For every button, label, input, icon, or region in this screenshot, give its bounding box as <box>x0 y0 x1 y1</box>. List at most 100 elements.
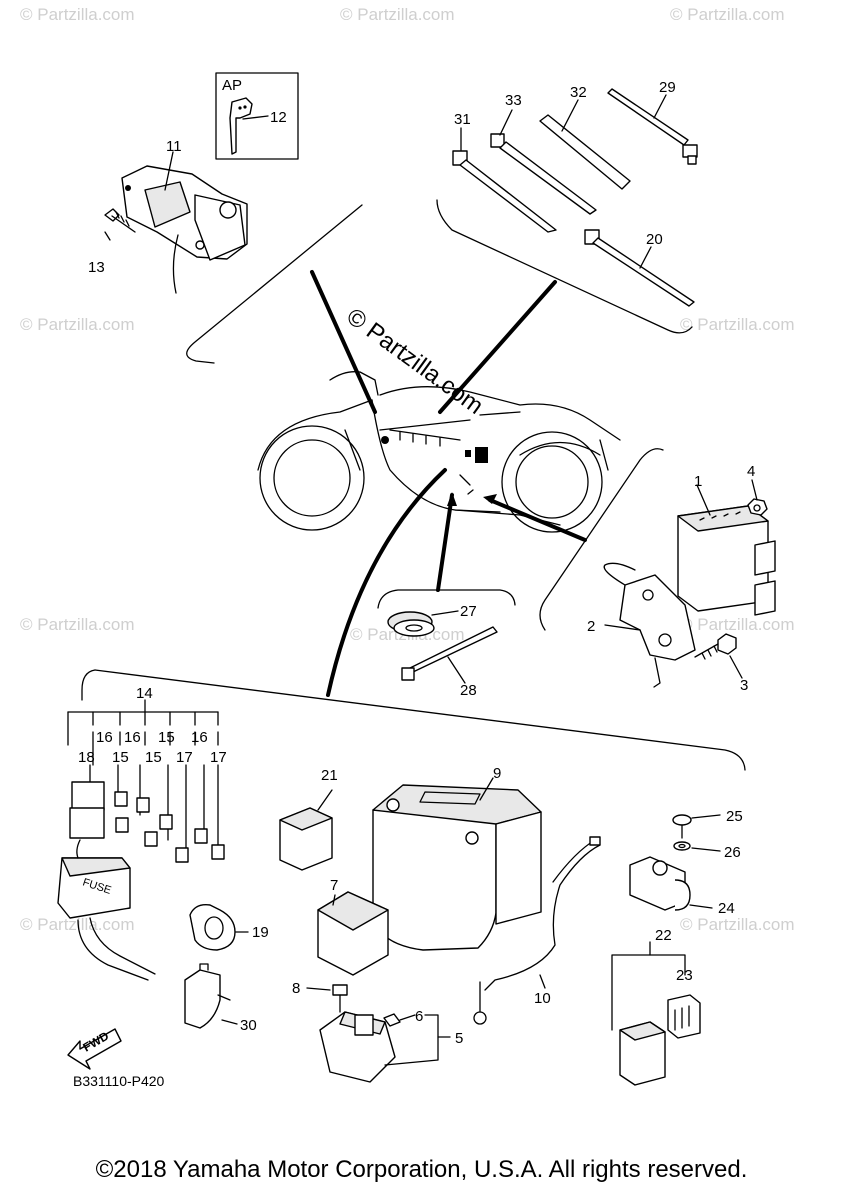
callout-11: 11 <box>166 138 182 155</box>
watermark: © Partzilla.com <box>670 5 785 24</box>
callout-5: 5 <box>455 1030 463 1047</box>
callout-22: 22 <box>655 927 672 944</box>
callout-25: 25 <box>726 808 743 825</box>
part-location-markers <box>381 429 488 495</box>
fuse <box>211 844 225 860</box>
leader-line <box>326 468 447 697</box>
clamp-part <box>189 904 249 951</box>
group-bracket-bottom-line <box>94 669 746 771</box>
fuse <box>136 797 150 813</box>
cable-part <box>473 836 601 1025</box>
callout-8: 8 <box>292 980 300 997</box>
callout-14: 14 <box>136 685 153 702</box>
leader-line <box>310 270 377 414</box>
cable-tie-part <box>490 109 597 215</box>
callout-labels: 1 2 3 4 5 6 7 8 9 10 11 12 13 14 15 15 1… <box>78 79 755 1047</box>
callout-19: 19 <box>252 924 269 941</box>
catalog-code: B331110-P420 <box>73 1073 165 1089</box>
fuse <box>114 791 128 807</box>
callout-9: 9 <box>493 765 501 782</box>
callout-6: 6 <box>415 1008 423 1025</box>
callout-17: 17 <box>210 749 227 766</box>
group-bracket-right <box>539 448 664 631</box>
key-box-frame <box>215 72 299 160</box>
leader-line <box>438 280 557 414</box>
battery-part <box>372 777 542 951</box>
motorcycle-outline <box>257 371 621 533</box>
starter-relay-part <box>319 1011 451 1083</box>
callout-15: 15 <box>158 729 175 746</box>
callout-15: 15 <box>145 749 162 766</box>
grommet-part <box>387 610 459 637</box>
group-bracket-middle <box>377 589 516 609</box>
watermark-main: © Partzilla.com <box>341 303 488 420</box>
cable-tie-part <box>401 626 498 684</box>
fuse-box-part: FUSE <box>57 781 156 981</box>
watermark: © Partzilla.com <box>680 315 795 334</box>
cable-tie-part <box>584 229 695 307</box>
watermark: © Partzilla.com <box>20 615 135 634</box>
ecu-part <box>677 484 776 616</box>
callout-10: 10 <box>534 990 551 1007</box>
fwd-arrow: FWD <box>67 1028 122 1070</box>
watermark: © Partzilla.com <box>20 915 135 934</box>
band-part <box>539 99 631 190</box>
fuse <box>159 814 173 830</box>
relay-cover-part <box>317 891 389 976</box>
watermark: © Partzilla.com <box>680 915 795 934</box>
callout-24: 24 <box>718 900 735 917</box>
key-box-label: AP <box>222 77 242 94</box>
watermark: © Partzilla.com <box>340 5 455 24</box>
bolt-part <box>306 984 348 1013</box>
nut-part <box>747 479 768 516</box>
main-switch-part <box>121 151 248 294</box>
callout-18: 18 <box>78 749 95 766</box>
relay-part <box>611 941 701 1086</box>
callout-4: 4 <box>747 463 755 480</box>
fuse <box>144 831 158 847</box>
callout-16: 16 <box>124 729 141 746</box>
washer-part <box>673 841 721 852</box>
callout-28: 28 <box>460 682 477 699</box>
callout-30: 30 <box>240 1017 257 1034</box>
leader-line <box>436 493 454 592</box>
screw-part <box>104 208 136 241</box>
fuse-set <box>114 791 225 863</box>
callout-17: 17 <box>176 749 193 766</box>
holder-part <box>184 963 238 1029</box>
bracket-part <box>603 562 696 688</box>
watermark: © Partzilla.com <box>680 615 795 634</box>
key-icon <box>229 97 253 155</box>
fuse <box>194 828 208 844</box>
fuse <box>115 817 129 833</box>
callout-1: 1 <box>694 473 702 490</box>
callout-21: 21 <box>321 767 338 784</box>
callout-32: 32 <box>570 84 587 101</box>
screw-part <box>672 814 721 839</box>
callout-2: 2 <box>587 618 595 635</box>
callout-33: 33 <box>505 92 522 109</box>
key-box: AP <box>215 72 299 160</box>
callout-16: 16 <box>96 729 113 746</box>
group-bracket-bottom <box>81 669 96 701</box>
callout-27: 27 <box>460 603 477 620</box>
callout-29: 29 <box>659 79 676 96</box>
cable-tie-part <box>452 127 557 233</box>
callout-7: 7 <box>330 877 338 894</box>
callout-12: 12 <box>270 109 287 126</box>
watermark: © Partzilla.com <box>20 5 135 24</box>
fuse-callout-tree <box>67 699 219 861</box>
callout-26: 26 <box>724 844 741 861</box>
copyright-footer: ©2018 Yamaha Motor Corporation, U.S.A. A… <box>95 1156 748 1183</box>
callout-23: 23 <box>676 967 693 984</box>
callout-20: 20 <box>646 231 663 248</box>
group-bracket-top-left <box>186 204 363 364</box>
watermark: © Partzilla.com <box>20 315 135 334</box>
callout-15: 15 <box>112 749 129 766</box>
fuse <box>175 847 189 863</box>
holder-part <box>629 856 713 911</box>
bolt-part <box>694 633 743 679</box>
callout-3: 3 <box>740 677 748 694</box>
relay-part <box>279 789 333 871</box>
